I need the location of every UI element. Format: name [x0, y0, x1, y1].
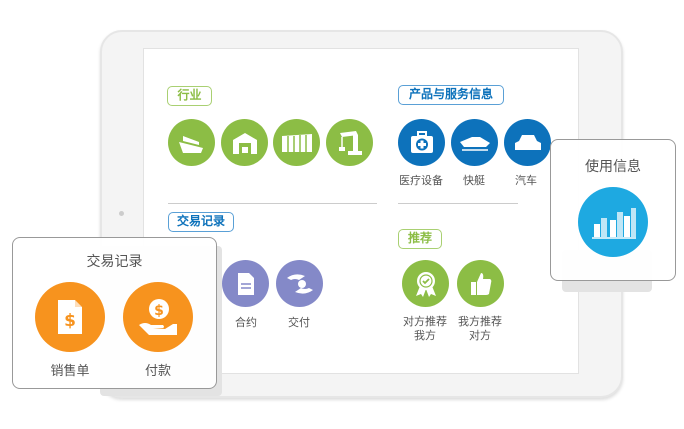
hand-coin-icon[interactable]: $	[123, 282, 193, 352]
trade-records-card[interactable]: 交易记录 $ $ 销售单 付款	[12, 237, 217, 389]
medical-kit-icon[interactable]	[398, 119, 445, 166]
trade-card-label: 销售单	[50, 364, 90, 379]
divider	[168, 203, 377, 204]
container-icon[interactable]	[273, 119, 320, 166]
camera-dot	[119, 211, 124, 216]
svg-text:$: $	[64, 311, 76, 331]
transaction-label: 交付	[288, 316, 310, 329]
recommend-label-line: 我方推荐	[458, 315, 502, 328]
product-label: 医疗设备	[399, 174, 443, 187]
industry-tag: 行业	[167, 86, 212, 106]
transaction-label: 合约	[235, 316, 257, 329]
trade-card-label: 付款	[144, 364, 171, 379]
recommend-tag: 推荐	[398, 229, 442, 249]
trade-card-title: 交易记录	[86, 254, 143, 270]
invoice-dollar-icon[interactable]: $	[35, 282, 105, 352]
warehouse-icon[interactable]	[221, 119, 268, 166]
thumbs-up-icon[interactable]	[457, 260, 504, 307]
transactions-tag: 交易记录	[168, 212, 234, 232]
handover-icon[interactable]	[276, 260, 323, 307]
product-label: 汽车	[515, 174, 537, 187]
recommend-label-line: 对方推荐	[403, 315, 447, 328]
svg-text:$: $	[154, 303, 164, 319]
award-icon[interactable]	[402, 260, 449, 307]
products-tag: 产品与服务信息	[398, 85, 504, 105]
speedboat-icon[interactable]	[451, 119, 498, 166]
ship-icon[interactable]	[168, 119, 215, 166]
usage-info-card[interactable]: 使用信息	[550, 139, 676, 281]
document-icon[interactable]	[222, 260, 269, 307]
recommend-label: 对方推荐我方	[390, 315, 460, 343]
divider	[398, 203, 518, 204]
recommend-label-line: 我方	[414, 329, 436, 342]
usage-card-title: 使用信息	[585, 159, 641, 175]
recommend-label: 我方推荐对方	[445, 315, 515, 343]
recommend-label-line: 对方	[469, 329, 491, 342]
car-icon[interactable]	[504, 119, 551, 166]
crane-icon[interactable]	[326, 119, 373, 166]
product-label: 快艇	[463, 174, 485, 187]
bar-chart-icon[interactable]	[578, 187, 648, 257]
